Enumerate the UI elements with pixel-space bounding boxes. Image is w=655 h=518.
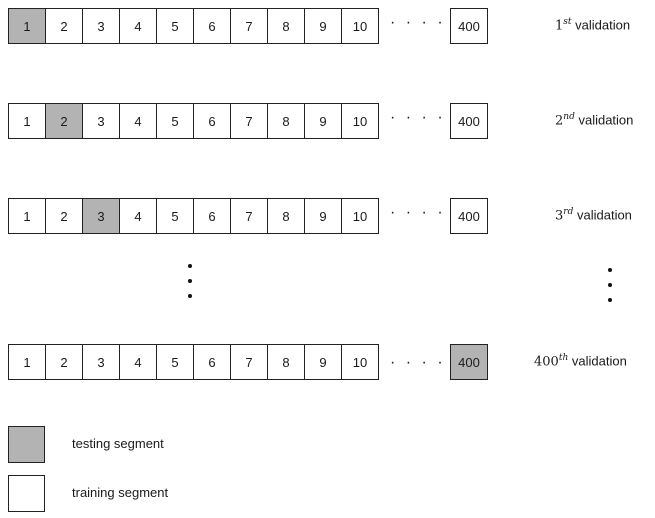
dot — [188, 264, 192, 268]
segment-cell-last: 400 — [450, 8, 488, 44]
segment-cell: 3 — [82, 344, 120, 380]
segment-cell: 5 — [156, 198, 194, 234]
segment-cells: 1 2 3 4 5 6 7 8 9 10 — [8, 344, 379, 380]
dot — [188, 279, 192, 283]
segment-cell: 7 — [230, 344, 268, 380]
validation-word: validation — [571, 353, 627, 369]
validation-label: 3rd validation — [555, 207, 632, 223]
ellipsis: · · · · · — [390, 204, 462, 221]
legend-testing-label: testing segment — [72, 436, 164, 451]
segment-cell: 7 — [230, 8, 268, 44]
ellipsis: · · · · · — [390, 109, 462, 126]
segment-cell: 3 — [82, 103, 120, 139]
training-swatch — [8, 475, 45, 512]
segment-cell: 4 — [119, 8, 157, 44]
validation-row-2: 1 2 3 4 5 6 7 8 9 10 · · · · · 400 2nd v… — [8, 103, 653, 139]
ellipsis: · · · · · — [390, 14, 462, 31]
segment-cell: 2 — [45, 103, 83, 139]
segment-cell: 9 — [304, 103, 342, 139]
segment-cell-last: 400 — [450, 198, 488, 234]
validation-word: validation — [575, 17, 631, 33]
ordinal-suffix: rd — [563, 207, 574, 217]
segment-cell: 9 — [304, 8, 342, 44]
validation-label: 1st validation — [555, 17, 630, 33]
vertical-ellipsis-right — [608, 268, 612, 302]
segment-cell: 5 — [156, 103, 194, 139]
segment-cell: 8 — [267, 8, 305, 44]
segment-cell: 10 — [341, 8, 379, 44]
segment-cells: 1 2 3 4 5 6 7 8 9 10 — [8, 198, 379, 234]
segment-cell: 10 — [341, 103, 379, 139]
legend-training-label: training segment — [72, 485, 169, 500]
validation-word: validation — [578, 112, 634, 128]
segment-cell: 4 — [119, 344, 157, 380]
validation-row-400: 1 2 3 4 5 6 7 8 9 10 · · · · · 400 400th… — [8, 344, 653, 380]
segment-cell: 3 — [82, 8, 120, 44]
segment-cell: 8 — [267, 344, 305, 380]
segment-cell: 4 — [119, 198, 157, 234]
dot — [608, 268, 612, 272]
segment-cell: 10 — [341, 344, 379, 380]
validation-number: 3 — [555, 208, 564, 224]
validation-row-3: 1 2 3 4 5 6 7 8 9 10 · · · · · 400 3rd v… — [8, 198, 653, 234]
segment-cell: 1 — [8, 198, 46, 234]
validation-number: 1 — [555, 18, 564, 34]
segment-cell: 6 — [193, 103, 231, 139]
testing-swatch — [8, 426, 45, 463]
validation-label: 2nd validation — [555, 112, 633, 128]
segment-cell: 2 — [45, 344, 83, 380]
segment-cell-last: 400 — [450, 103, 488, 139]
validation-word: validation — [576, 207, 632, 223]
segment-cells: 1 2 3 4 5 6 7 8 9 10 — [8, 8, 379, 44]
segment-cell: 4 — [119, 103, 157, 139]
ordinal-suffix: nd — [563, 112, 575, 122]
validation-row-1: 1 2 3 4 5 6 7 8 9 10 · · · · · 400 1st v… — [8, 8, 653, 44]
segment-cell: 5 — [156, 8, 194, 44]
ellipsis: · · · · · — [390, 354, 462, 371]
segment-cell: 6 — [193, 344, 231, 380]
segment-cells: 1 2 3 4 5 6 7 8 9 10 — [8, 103, 379, 139]
segment-cell: 2 — [45, 198, 83, 234]
segment-cell: 1 — [8, 103, 46, 139]
segment-cell: 9 — [304, 198, 342, 234]
segment-cell: 10 — [341, 198, 379, 234]
segment-cell: 2 — [45, 8, 83, 44]
segment-cell: 7 — [230, 198, 268, 234]
segment-cell: 8 — [267, 198, 305, 234]
segment-cell: 1 — [8, 8, 46, 44]
validation-number: 400 — [534, 354, 559, 370]
dot — [188, 294, 192, 298]
segment-cell: 1 — [8, 344, 46, 380]
ordinal-suffix: st — [563, 17, 572, 27]
dot — [608, 298, 612, 302]
segment-cell: 8 — [267, 103, 305, 139]
segment-cell: 9 — [304, 344, 342, 380]
ordinal-suffix: th — [558, 353, 569, 363]
segment-cell: 6 — [193, 198, 231, 234]
segment-cell: 6 — [193, 8, 231, 44]
dot — [608, 283, 612, 287]
segment-cell-last: 400 — [450, 344, 488, 380]
validation-label: 400th validation — [534, 353, 627, 369]
segment-cell: 5 — [156, 344, 194, 380]
validation-number: 2 — [555, 113, 564, 129]
segment-cell: 7 — [230, 103, 268, 139]
vertical-ellipsis-left — [188, 264, 192, 298]
segment-cell: 3 — [82, 198, 120, 234]
